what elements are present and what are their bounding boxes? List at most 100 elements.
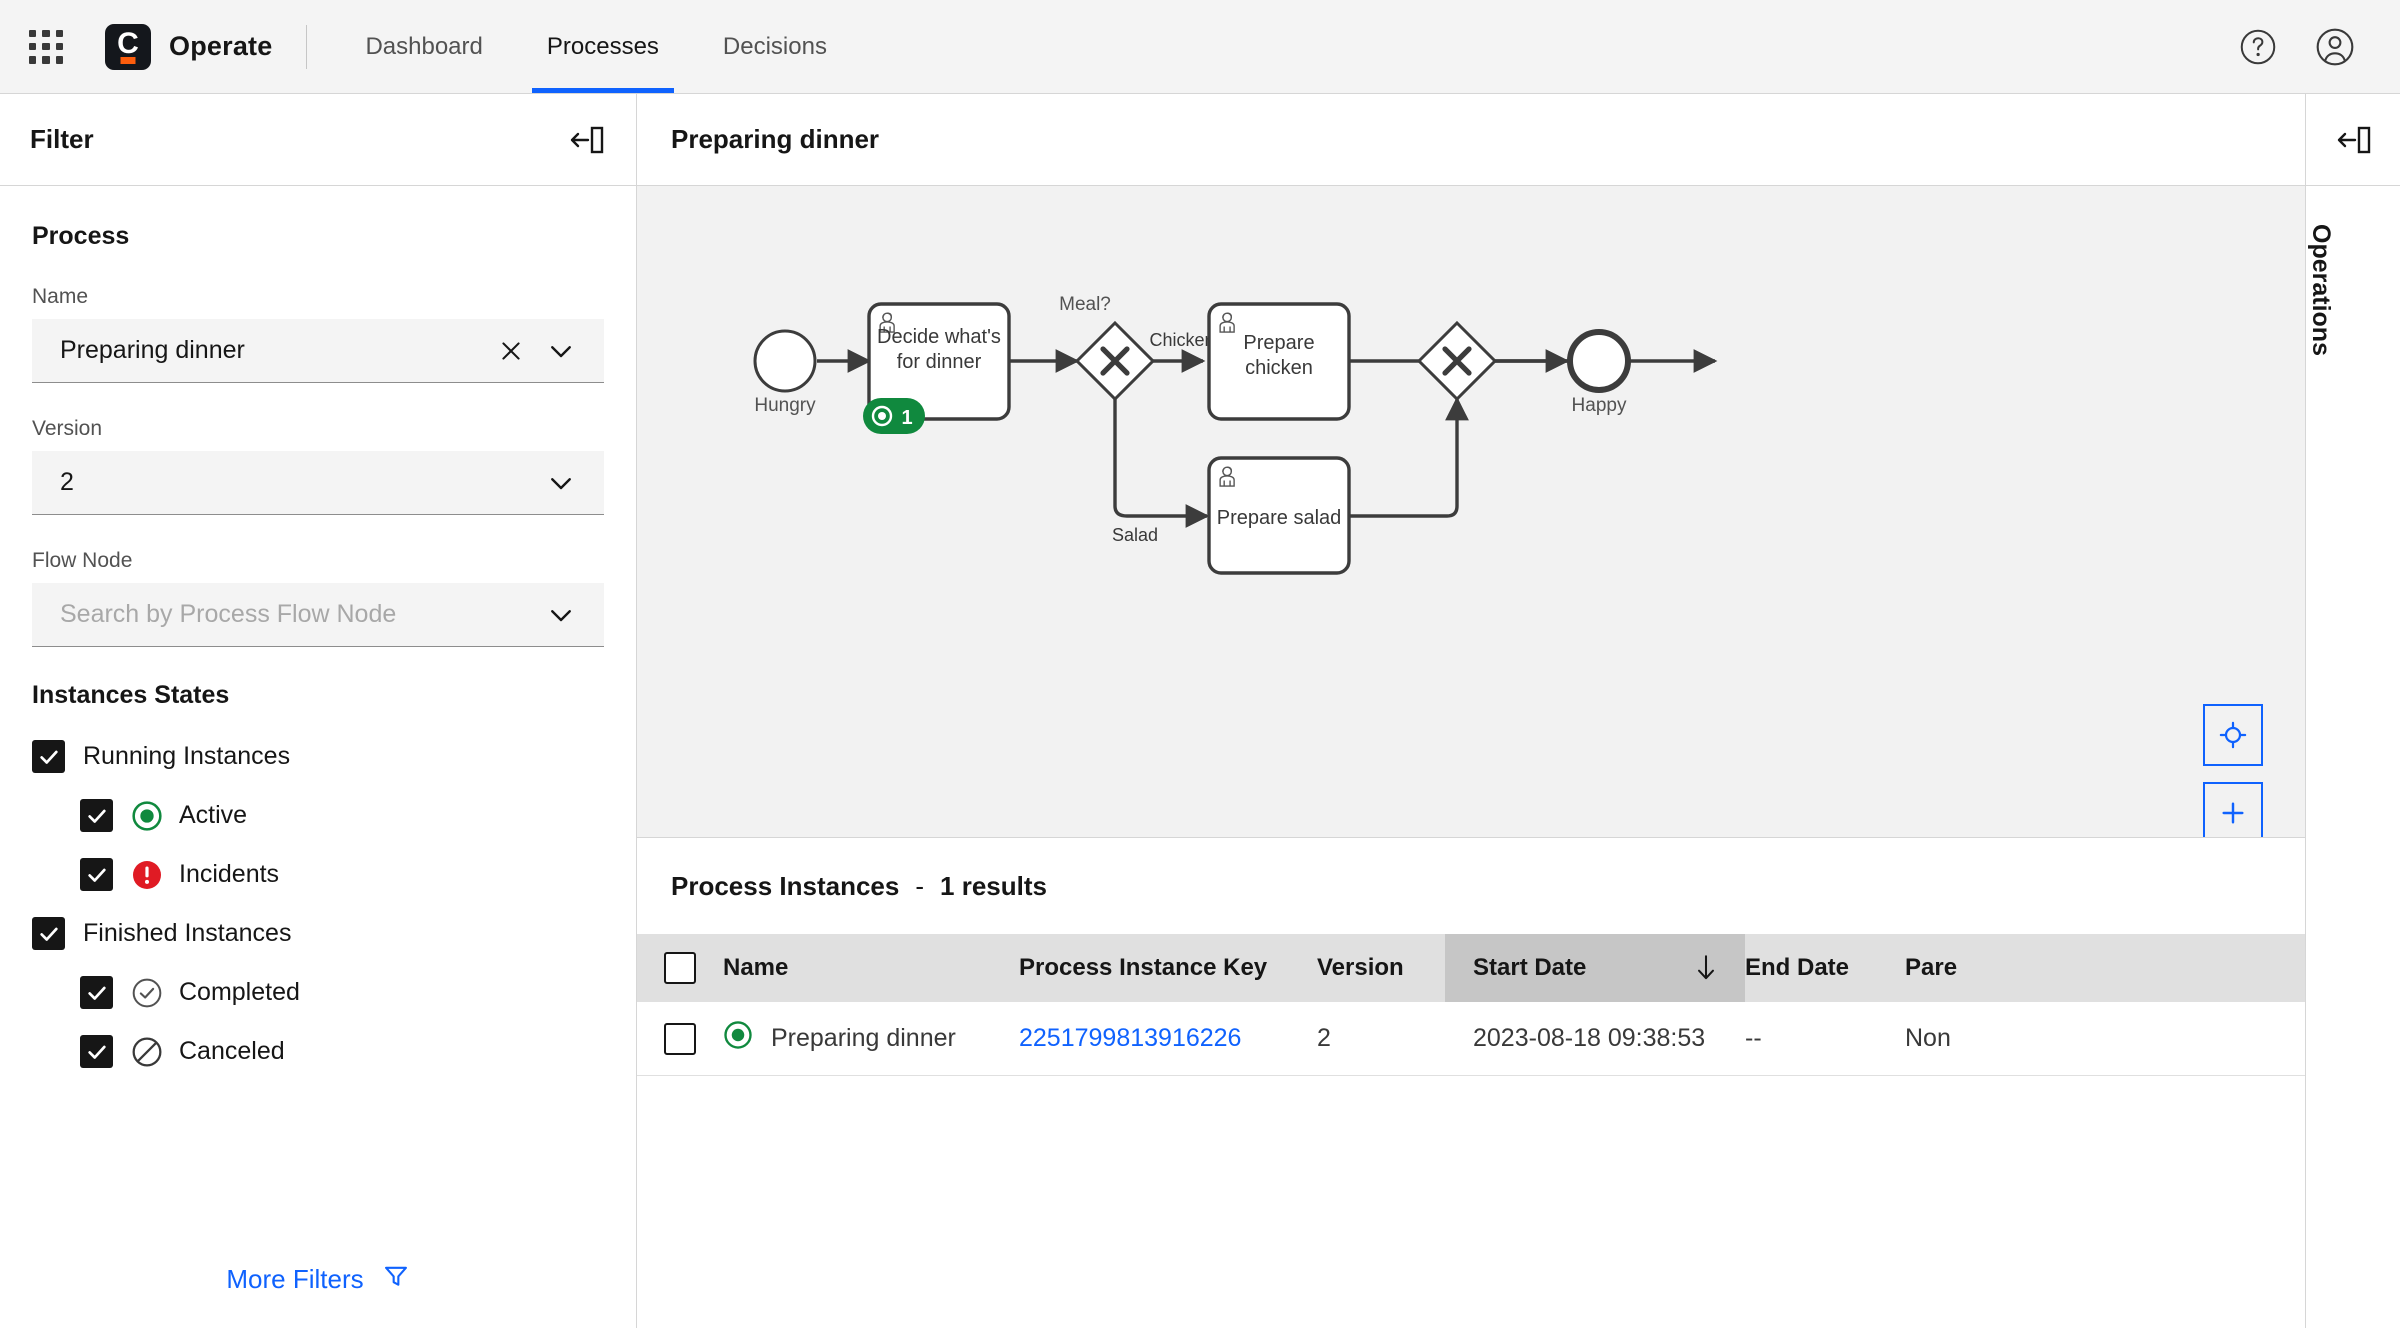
- column-header-version[interactable]: Version: [1317, 954, 1404, 981]
- instances-states-title: Instances States: [32, 681, 230, 709]
- operations-panel-label: Operations: [2307, 224, 2335, 356]
- zoom-in-button[interactable]: [2203, 782, 2263, 837]
- filter-body: Process Name Preparing dinner Version 2: [0, 186, 636, 1327]
- checkbox-label: Completed: [179, 978, 300, 1006]
- chevron-down-icon[interactable]: [546, 468, 576, 498]
- checkbox-box: [80, 799, 113, 832]
- cell-parent-key: Non: [1905, 1024, 1951, 1052]
- checkbox-active[interactable]: Active: [80, 799, 604, 832]
- svg-text:1: 1: [901, 407, 912, 429]
- bpmn-canvas[interactable]: Hungry Decide what's for dinner 1 Meal? …: [637, 186, 2305, 838]
- grid-apps-icon[interactable]: [25, 26, 67, 68]
- diagram-header: Preparing dinner: [637, 94, 2305, 186]
- camunda-logo-icon: C: [105, 23, 151, 70]
- checkbox-box: [80, 1035, 113, 1068]
- svg-text:Happy: Happy: [1572, 395, 1627, 416]
- checkbox-canceled[interactable]: Canceled: [80, 1035, 604, 1068]
- incident-state-icon: [131, 859, 163, 891]
- filter-title: Filter: [30, 124, 94, 154]
- checkbox-incidents[interactable]: Incidents: [80, 858, 604, 891]
- process-name-actions: [498, 336, 588, 366]
- flow-node-input[interactable]: Search by Process Flow Node: [32, 583, 604, 647]
- svg-text:for dinner: for dinner: [897, 351, 982, 373]
- svg-text:Hungry: Hungry: [754, 395, 816, 416]
- app-name: Operate: [169, 31, 273, 61]
- select-all-checkbox-cell: [637, 952, 723, 984]
- user-avatar-icon[interactable]: [2314, 26, 2356, 68]
- version-field-label: Version: [32, 417, 103, 440]
- instances-table: Name Process Instance Key Version Start …: [637, 934, 2305, 1076]
- nav-item-decisions[interactable]: Decisions: [722, 32, 827, 60]
- svg-text:Meal?: Meal?: [1059, 294, 1111, 315]
- more-filters-button[interactable]: More Filters: [0, 1262, 636, 1297]
- main-nav: Dashboard Processes Decisions: [333, 0, 859, 93]
- instances-results-count: 1 results: [940, 870, 1047, 901]
- funnel-filter-icon: [382, 1262, 410, 1297]
- version-actions: [546, 468, 588, 498]
- cell-name-text: Preparing dinner: [771, 1024, 956, 1052]
- close-x-icon[interactable]: [498, 338, 524, 364]
- checkbox-label: Canceled: [179, 1037, 285, 1065]
- process-name-input[interactable]: Preparing dinner: [32, 319, 604, 383]
- nav-item-processes[interactable]: Processes: [515, 0, 691, 93]
- column-header-end-date[interactable]: End Date: [1745, 954, 1850, 981]
- logo-letter: C: [117, 27, 139, 60]
- flow-node-actions: [546, 600, 588, 630]
- bpmn-diagram: Hungry Decide what's for dinner 1 Meal? …: [753, 294, 1718, 575]
- instances-header: Process Instances - 1 results: [637, 838, 2305, 934]
- checkbox-label: Running Instances: [83, 742, 291, 770]
- cell-version: 2: [1317, 1024, 1331, 1052]
- checkbox-completed[interactable]: Completed: [80, 976, 604, 1009]
- process-section-title: Process: [32, 222, 130, 250]
- instances-title: Process Instances: [671, 870, 900, 901]
- cell-end-date: --: [1745, 1024, 1762, 1052]
- column-header-process-instance-key[interactable]: Process Instance Key: [1019, 954, 1268, 981]
- completed-state-icon: [131, 977, 163, 1009]
- svg-text:Salad: Salad: [1112, 525, 1158, 545]
- column-header-parent-key[interactable]: Pare: [1905, 954, 1958, 981]
- logo-orange-bar: [120, 56, 136, 64]
- active-state-icon: [723, 1020, 753, 1057]
- diagram-title: Preparing dinner: [671, 124, 880, 154]
- svg-text:Chicken: Chicken: [1149, 330, 1214, 350]
- main-content: Preparing dinner Hungry: [637, 94, 2305, 1328]
- sort-descending-arrow-icon[interactable]: [1693, 953, 1745, 983]
- column-header-name[interactable]: Name: [723, 954, 789, 981]
- cell-process-instance-key: 2251799813916226: [1019, 1024, 1317, 1053]
- filter-panel-header: Filter: [0, 94, 636, 186]
- zoom-in-out-group: [2203, 782, 2263, 837]
- active-state-icon: [131, 800, 163, 832]
- filter-panel: Filter Process Name Preparing dinner Ver…: [0, 94, 637, 1328]
- chevron-down-icon[interactable]: [546, 336, 576, 366]
- chevron-down-icon[interactable]: [546, 600, 576, 630]
- column-header-start-date[interactable]: Start Date: [1445, 934, 1745, 1002]
- collapse-panel-left-icon[interactable]: [566, 123, 606, 157]
- svg-text:Prepare: Prepare: [1243, 332, 1314, 354]
- svg-text:Decide what's: Decide what's: [877, 326, 1001, 348]
- name-field-label: Name: [32, 285, 89, 308]
- row-select-checkbox[interactable]: [664, 1022, 696, 1055]
- process-version-value: 2: [60, 468, 74, 496]
- process-instance-key-link[interactable]: 2251799813916226: [1019, 1024, 1242, 1052]
- collapse-panel-right-icon[interactable]: [2306, 94, 2400, 186]
- help-question-icon[interactable]: [2238, 27, 2278, 67]
- reset-zoom-button[interactable]: [2203, 704, 2263, 766]
- nav-item-dashboard[interactable]: Dashboard: [365, 32, 483, 60]
- svg-text:Prepare salad: Prepare salad: [1217, 507, 1342, 529]
- flow-node-placeholder: Search by Process Flow Node: [60, 600, 397, 628]
- more-filters-label: More Filters: [226, 1264, 364, 1294]
- process-version-select[interactable]: 2: [32, 451, 604, 515]
- checkbox-label: Finished Instances: [83, 919, 292, 947]
- select-all-checkbox[interactable]: [664, 952, 696, 984]
- header-divider: [306, 24, 308, 69]
- plus-icon: [2222, 802, 2244, 824]
- column-header-start-date-label: Start Date: [1473, 954, 1587, 981]
- checkbox-box: [80, 976, 113, 1009]
- table-row[interactable]: Preparing dinner 2251799813916226 2 2023…: [637, 1002, 2305, 1076]
- brand-logo-link[interactable]: C Operate: [105, 23, 273, 70]
- checkbox-finished-instances[interactable]: Finished Instances: [32, 917, 604, 950]
- checkbox-box: [32, 917, 65, 950]
- row-checkbox-cell: [637, 1022, 723, 1055]
- operations-panel: Operations: [2305, 94, 2400, 1328]
- checkbox-running-instances[interactable]: Running Instances: [32, 740, 604, 773]
